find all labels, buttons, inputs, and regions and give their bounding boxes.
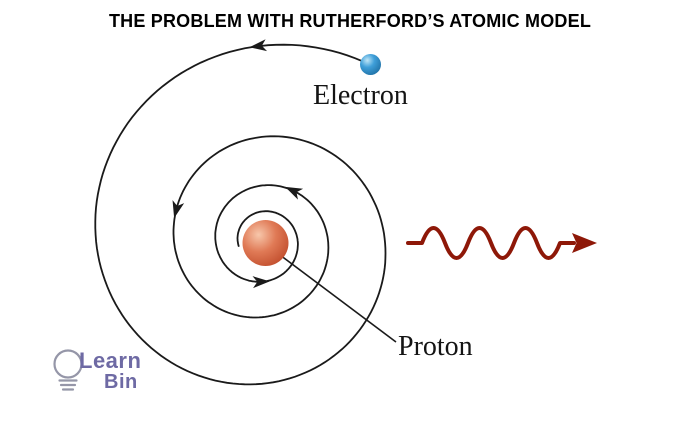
electron-sphere: [360, 54, 381, 75]
electron-label: Electron: [313, 80, 408, 111]
orbit-direction-arrows: [172, 39, 304, 289]
wavy-arrow-right-icon: [406, 226, 576, 260]
logo-text-learn: Learn: [79, 348, 142, 373]
radiation-arrowhead-icon: [572, 233, 597, 253]
arrowhead-icon: [172, 200, 185, 219]
arrowhead-icon: [285, 186, 304, 200]
page-title: THE PROBLEM WITH RUTHERFORD’S ATOMIC MOD…: [108, 11, 592, 31]
proton-label: Proton: [398, 331, 473, 362]
arrowhead-icon: [252, 276, 270, 289]
lightbulb-icon: [53, 349, 83, 391]
arrowhead-icon: [249, 39, 268, 52]
logo-text-bin: Bin: [104, 371, 138, 393]
electron-spiral-orbit: [94, 43, 387, 386]
proton-sphere: [242, 220, 289, 266]
proton-leader-line: [267, 245, 397, 343]
